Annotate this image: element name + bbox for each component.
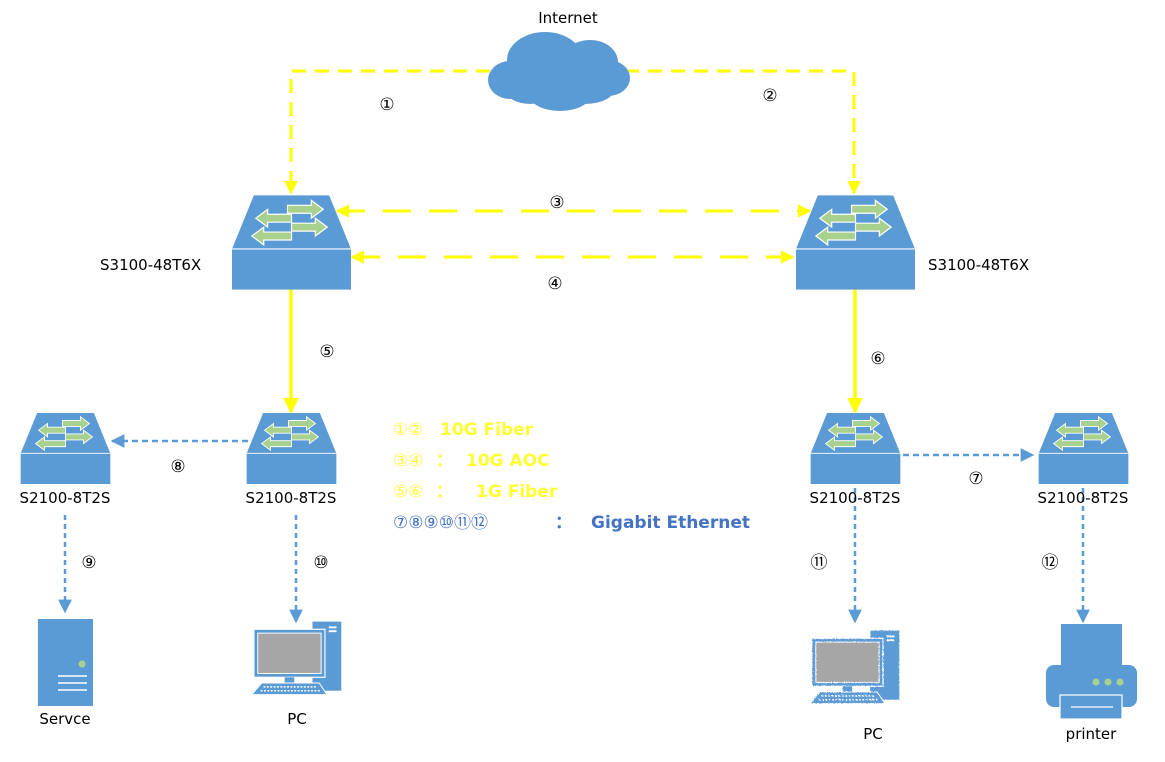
legend-sep: ： xyxy=(436,482,453,502)
legend: ①② 10G Fiber ③④ ： 10G AOC ⑤⑥ ： 1G Fiber … xyxy=(393,420,750,533)
legend-row-10g-fiber: ①② 10G Fiber xyxy=(393,420,534,440)
link-number-8: ⑧ xyxy=(170,457,185,477)
link-number-12: ⑫ xyxy=(1042,553,1059,573)
legend-row-gigabit-ethernet: ⑦⑧⑨⑩⑪⑫ ： Gigabit Ethernet xyxy=(393,513,750,533)
core-switch-left[interactable]: S3100-48T6X xyxy=(100,195,351,290)
access-switch-far-right-label: S2100-8T2S xyxy=(1038,489,1129,507)
switch-icon xyxy=(20,413,111,484)
legend-nums: ③④ xyxy=(393,451,423,471)
link-number-11: ⑪ xyxy=(811,553,828,573)
legend-sep: ： xyxy=(436,451,453,471)
access-switch-left[interactable]: S2100-8T2S xyxy=(246,413,337,507)
switch-icon xyxy=(796,195,915,290)
core-switch-left-label: S3100-48T6X xyxy=(100,256,201,274)
link-number-1: ① xyxy=(379,95,394,115)
pc-left-label: PC xyxy=(287,710,307,728)
pc-icon xyxy=(810,629,901,705)
access-switch-far-left-label: S2100-8T2S xyxy=(20,489,111,507)
printer-label: printer xyxy=(1066,725,1117,743)
legend-row-10g-aoc: ③④ ： 10G AOC xyxy=(393,451,550,471)
link-number-10: ⑩ xyxy=(313,553,328,573)
pc-right-label: PC xyxy=(863,725,883,743)
link-number-2: ② xyxy=(762,86,777,106)
link-number-5: ⑤ xyxy=(319,342,334,362)
legend-row-1g-fiber: ⑤⑥ ： 1G Fiber xyxy=(393,482,558,502)
access-switch-left-label: S2100-8T2S xyxy=(246,489,337,507)
printer-icon xyxy=(1046,624,1137,720)
switch-icon xyxy=(1038,413,1129,484)
core-switch-right-label: S3100-48T6X xyxy=(928,256,1029,274)
access-switch-right-label: S2100-8T2S xyxy=(810,489,901,507)
core-switch-right[interactable]: S3100-48T6X xyxy=(796,195,1029,290)
pc-icon xyxy=(252,620,343,696)
switch-icon xyxy=(810,413,901,484)
legend-text: 1G Fiber xyxy=(476,482,558,502)
link-number-4: ④ xyxy=(547,274,562,294)
cloud-icon xyxy=(488,32,630,111)
link-number-9: ⑨ xyxy=(81,553,96,573)
link-1-internet-to-core-left xyxy=(284,69,490,195)
link-2-internet-to-core-right xyxy=(625,69,861,195)
legend-text: Gigabit Ethernet xyxy=(591,513,750,533)
legend-nums: ⑦⑧⑨⑩⑪⑫ xyxy=(393,513,488,533)
legend-nums: ①② xyxy=(393,420,423,440)
server-node[interactable]: Servce xyxy=(38,619,93,728)
pc-left-node[interactable]: PC xyxy=(252,620,343,728)
link-number-3: ③ xyxy=(549,193,564,213)
access-switch-far-left[interactable]: S2100-8T2S xyxy=(20,413,111,507)
switch-icon xyxy=(232,195,351,290)
link-number-6: ⑥ xyxy=(870,349,885,369)
server-label: Servce xyxy=(39,710,90,728)
switch-icon xyxy=(246,413,337,484)
legend-text: 10G Fiber xyxy=(440,420,534,440)
legend-nums: ⑤⑥ xyxy=(393,482,423,502)
server-icon xyxy=(38,619,93,706)
access-switch-right[interactable]: S2100-8T2S xyxy=(810,413,901,507)
internet-node[interactable]: Internet xyxy=(488,9,630,111)
legend-text: 10G AOC xyxy=(466,451,550,471)
printer-node[interactable]: printer xyxy=(1046,624,1137,743)
legend-sep: ： xyxy=(555,513,572,533)
internet-label: Internet xyxy=(538,9,598,27)
access-switch-far-right[interactable]: S2100-8T2S xyxy=(1038,413,1129,507)
link-number-7: ⑦ xyxy=(968,469,983,489)
pc-right-node[interactable]: PC xyxy=(810,629,901,743)
